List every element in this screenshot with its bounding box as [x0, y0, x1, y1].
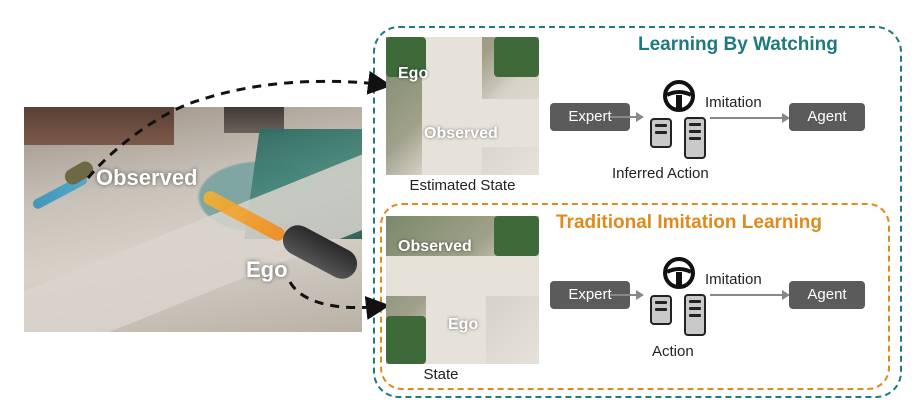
tile-ego-label: Ego — [398, 65, 429, 82]
tile-observed-label: Observed — [398, 238, 472, 255]
steering-wheel-icon — [663, 257, 695, 289]
arrow-imitation — [710, 113, 790, 123]
scene-observed-label: Observed — [96, 165, 198, 190]
arrow-observed-to-estimated — [86, 70, 392, 179]
building-shape — [224, 107, 284, 133]
inferred-action-caption: Inferred Action — [612, 165, 709, 182]
traditional-imitation-title: Traditional Imitation Learning — [556, 212, 823, 233]
agent-box: Agent — [789, 103, 865, 131]
arrow-ego-to-state — [288, 281, 390, 320]
arrow-expert-to-action — [610, 112, 644, 122]
device-icon — [684, 294, 706, 336]
device-icon — [650, 118, 672, 148]
estimated-state-caption: Estimated State — [409, 177, 516, 194]
scene-ego-label: Ego — [246, 257, 288, 282]
tile-observed-label: Observed — [424, 125, 498, 142]
action-caption: Action — [652, 343, 694, 360]
aerial-scene-image: Observed Ego — [24, 107, 362, 332]
tile-ego-label: Ego — [448, 316, 479, 333]
device-icon — [684, 117, 706, 159]
estimated-state-tile: Ego Observed — [386, 37, 539, 175]
agent-box: Agent — [789, 281, 865, 309]
learning-by-watching-title: Learning By Watching — [638, 34, 838, 55]
device-icon — [650, 295, 672, 325]
steering-wheel-icon — [663, 80, 695, 112]
state-caption: State — [423, 366, 459, 383]
learning-by-watching-frame — [373, 26, 902, 398]
imitation-label: Imitation — [705, 94, 762, 111]
state-tile: Observed Ego — [386, 216, 539, 364]
imitation-label: Imitation — [705, 271, 762, 288]
arrow-imitation — [710, 290, 790, 300]
arrow-expert-to-action — [610, 290, 644, 300]
